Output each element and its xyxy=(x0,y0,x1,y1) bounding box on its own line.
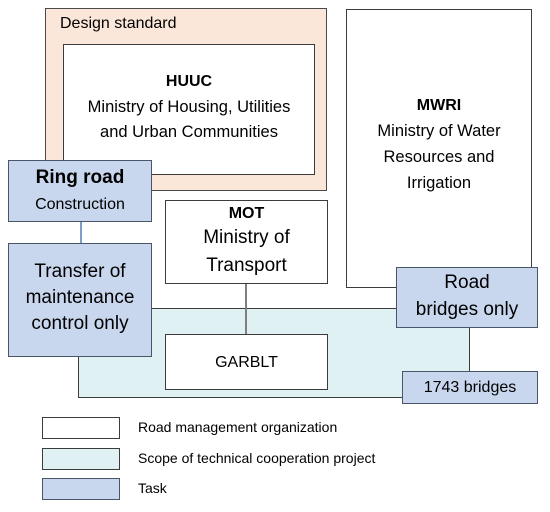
mot-box xyxy=(165,200,328,284)
legend-task-label: Task xyxy=(138,480,167,496)
huuc-abbr: HUUC xyxy=(165,73,213,90)
mot-abbr: MOT xyxy=(228,205,265,222)
legend-org-swatch xyxy=(42,417,120,439)
huuc-name-line2: and Urban Communities xyxy=(100,123,278,141)
bridges-count-task-box xyxy=(402,371,538,404)
road-bridges-line2: bridges only xyxy=(415,299,519,320)
transfer-line3: control only xyxy=(31,313,129,334)
bridges-count-label: 1743 bridges xyxy=(423,379,517,396)
design-standard-label: Design standard xyxy=(60,15,177,32)
mot-name-line1: Ministry of xyxy=(203,227,290,248)
mwri-name-line1: Ministry of Water xyxy=(377,122,501,140)
transfer-line2: maintenance xyxy=(25,287,135,308)
huuc-box xyxy=(63,44,315,175)
mwri-box xyxy=(346,9,532,288)
mot-name-line2: Transport xyxy=(206,255,287,276)
ring-road-task-box xyxy=(8,160,152,222)
mwri-abbr: MWRI xyxy=(416,97,462,114)
ring-road-title: Ring road xyxy=(35,167,125,188)
ring-road-subtitle: Construction xyxy=(35,196,125,213)
legend-org-label: Road management organization xyxy=(138,419,338,435)
transfer-line1: Transfer of xyxy=(34,261,126,282)
transfer-maintenance-task-box xyxy=(8,243,152,357)
legend-task-swatch xyxy=(42,478,120,500)
mwri-name-line3: Irrigation xyxy=(406,174,472,192)
road-bridges-line1: Road xyxy=(444,272,490,293)
huuc-name-line1: Ministry of Housing, Utilities xyxy=(87,98,291,116)
garblt-label: GARBLT xyxy=(215,354,278,371)
road-bridges-task-box xyxy=(396,267,538,328)
legend-scope-swatch xyxy=(42,448,120,470)
mwri-name-line2: Resources and xyxy=(383,148,495,166)
legend-scope-label: Scope of technical cooperation project xyxy=(138,450,376,466)
garblt-box xyxy=(165,334,328,390)
